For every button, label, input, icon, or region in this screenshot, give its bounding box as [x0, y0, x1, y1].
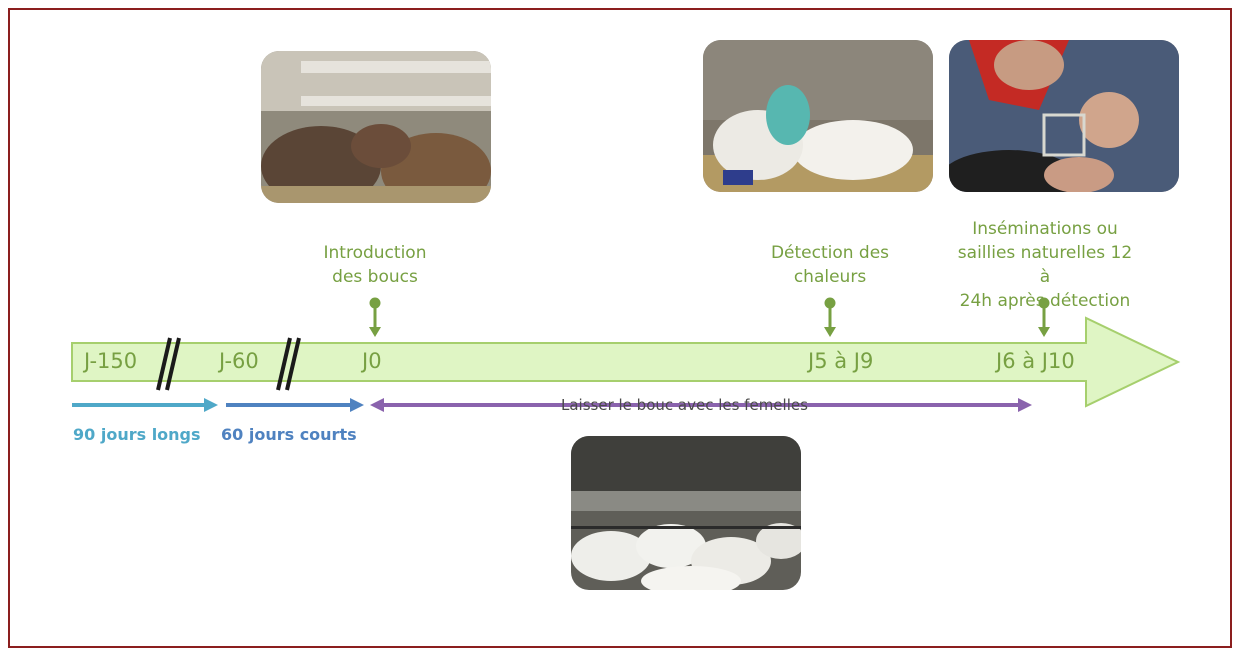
- photo-marked-goats: [703, 40, 933, 192]
- tick-j0: J0: [362, 349, 382, 373]
- photo-herd-in-barn: [571, 436, 801, 590]
- period-long-days: 90 jours longs: [73, 425, 201, 444]
- period-short-days: 60 jours courts: [221, 425, 357, 444]
- timeline-break-1: [156, 337, 181, 391]
- pin-detection: [824, 297, 836, 337]
- photo-goats-at-feeder: [261, 51, 491, 203]
- pin-insemination: [1038, 297, 1050, 337]
- photo-insemination: [949, 40, 1179, 192]
- timeline-arrow: [71, 316, 1181, 408]
- event-label-insemination: Inséminations ou saillies naturelles 12 …: [957, 219, 1133, 311]
- event-label-introduction: Introduction des boucs: [323, 243, 427, 287]
- arrow-buck-period: [370, 398, 1032, 412]
- period-buck-with-females: Laisser le bouc avec les femelles: [561, 396, 808, 414]
- tick-j-150: J-150: [84, 349, 138, 373]
- tick-j5-j9: J5 à J9: [808, 349, 874, 373]
- event-label-detection: Détection des chaleurs: [770, 243, 890, 287]
- tick-j-60: J-60: [219, 349, 259, 373]
- arrow-long-days: [72, 398, 218, 412]
- arrow-short-days: [226, 398, 364, 412]
- timeline-break-2: [276, 337, 301, 391]
- pin-introduction: [369, 297, 381, 337]
- tick-j6-j10: J6 à J10: [996, 349, 1075, 373]
